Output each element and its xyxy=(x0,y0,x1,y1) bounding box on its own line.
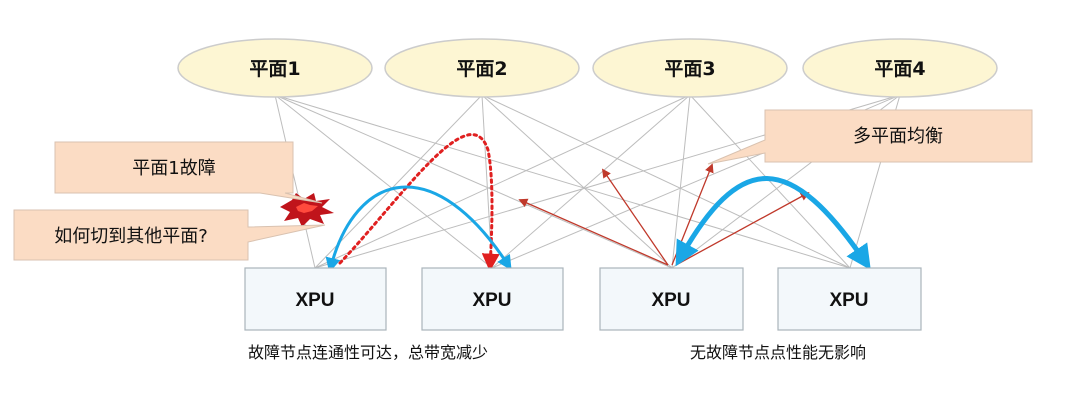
link-line xyxy=(314,94,483,269)
plane-xpu-links xyxy=(274,94,901,269)
xpu-node-4[interactable]: XPU xyxy=(777,267,922,331)
callout-switch-question: 如何切到其他平面? xyxy=(13,209,326,261)
xpu-node-3-label: XPU xyxy=(651,290,690,311)
xpu-group: XPU XPU XPU XPU xyxy=(244,267,922,331)
plane-1[interactable]: 平面1 xyxy=(177,38,373,98)
plane-4[interactable]: 平面4 xyxy=(802,38,998,98)
plane-2-label: 平面2 xyxy=(456,58,507,80)
link-line xyxy=(274,94,673,269)
plane-4-label: 平面4 xyxy=(874,58,925,80)
xpu-node-1[interactable]: XPU xyxy=(244,267,387,331)
xpu-node-1-label: XPU xyxy=(295,290,334,311)
blue-arc-right xyxy=(675,176,871,271)
callout-multi-plane-balance: 多平面均衡 xyxy=(707,109,1033,165)
balance-arrow xyxy=(601,168,669,266)
plane-group: 平面1 平面2 平面3 平面4 xyxy=(177,38,998,98)
link-line xyxy=(274,94,316,269)
balance-arrow xyxy=(518,198,669,266)
callout-plane1-fault: 平面1故障 xyxy=(54,141,323,204)
xpu-node-4-label: XPU xyxy=(829,290,868,311)
link-line xyxy=(491,94,691,269)
xpu-node-2-label: XPU xyxy=(472,290,511,311)
link-line xyxy=(671,94,691,269)
fault-burst-core xyxy=(296,203,318,213)
plane-3-label: 平面3 xyxy=(664,58,715,80)
caption-left: 故障节点连通性可达，总带宽减少 xyxy=(248,343,488,362)
link-line xyxy=(274,94,493,269)
callout-multi-plane-balance-text: 多平面均衡 xyxy=(853,126,943,147)
red-dotted-arc xyxy=(338,133,500,272)
blue-arc-left xyxy=(325,185,512,273)
plane-2[interactable]: 平面2 xyxy=(384,38,580,98)
link-line xyxy=(274,94,851,269)
callout-plane1-fault-text: 平面1故障 xyxy=(132,158,215,179)
xpu-node-3[interactable]: XPU xyxy=(599,267,744,331)
link-line xyxy=(481,94,673,269)
caption-right: 无故障节点点性能无影响 xyxy=(690,343,866,362)
plane-3[interactable]: 平面3 xyxy=(592,38,788,98)
link-line xyxy=(314,94,691,269)
callout-switch-question-text: 如何切到其他平面? xyxy=(54,226,208,247)
plane-1-label: 平面1 xyxy=(249,58,300,80)
xpu-node-2[interactable]: XPU xyxy=(421,267,564,331)
